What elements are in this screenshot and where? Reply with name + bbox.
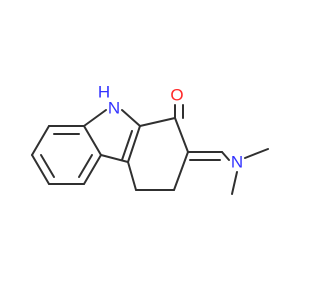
bond-c4a-c3a xyxy=(100,154,129,163)
bond-c5-c6-double xyxy=(40,154,55,178)
atom-labels: N H O N xyxy=(98,83,243,172)
bond-n-methyl-2 xyxy=(231,171,238,195)
bond-n-methyl-1 xyxy=(244,148,269,159)
bond-n1-c9a xyxy=(121,109,141,127)
molecule-structure: N H O N xyxy=(31,83,269,195)
bond-c4-c5 xyxy=(31,125,50,156)
bonds xyxy=(31,104,269,195)
atom-label-oxygen: O xyxy=(170,86,183,105)
bond-c9a-c4a xyxy=(127,125,141,163)
bond-ch-n xyxy=(221,151,230,161)
atom-label-nitrogen-indole: N xyxy=(108,99,120,118)
bond-c4-c4a xyxy=(127,161,137,191)
bond-c7-c3a-double xyxy=(78,154,93,178)
atom-label-hydrogen: H xyxy=(98,83,110,102)
atom-label-nitrogen-dimethylamino: N xyxy=(231,153,243,172)
bond-c7-c3a xyxy=(83,154,102,185)
bond-c7a-n1 xyxy=(83,109,107,127)
bond-c5-c6 xyxy=(31,154,50,185)
bond-c2-c3 xyxy=(173,151,189,191)
bond-c3a-c7a xyxy=(83,125,102,156)
bond-c9a-c1 xyxy=(139,117,176,127)
bond-c1-c2 xyxy=(174,117,189,153)
bond-c9a-c4a-double xyxy=(121,130,133,161)
